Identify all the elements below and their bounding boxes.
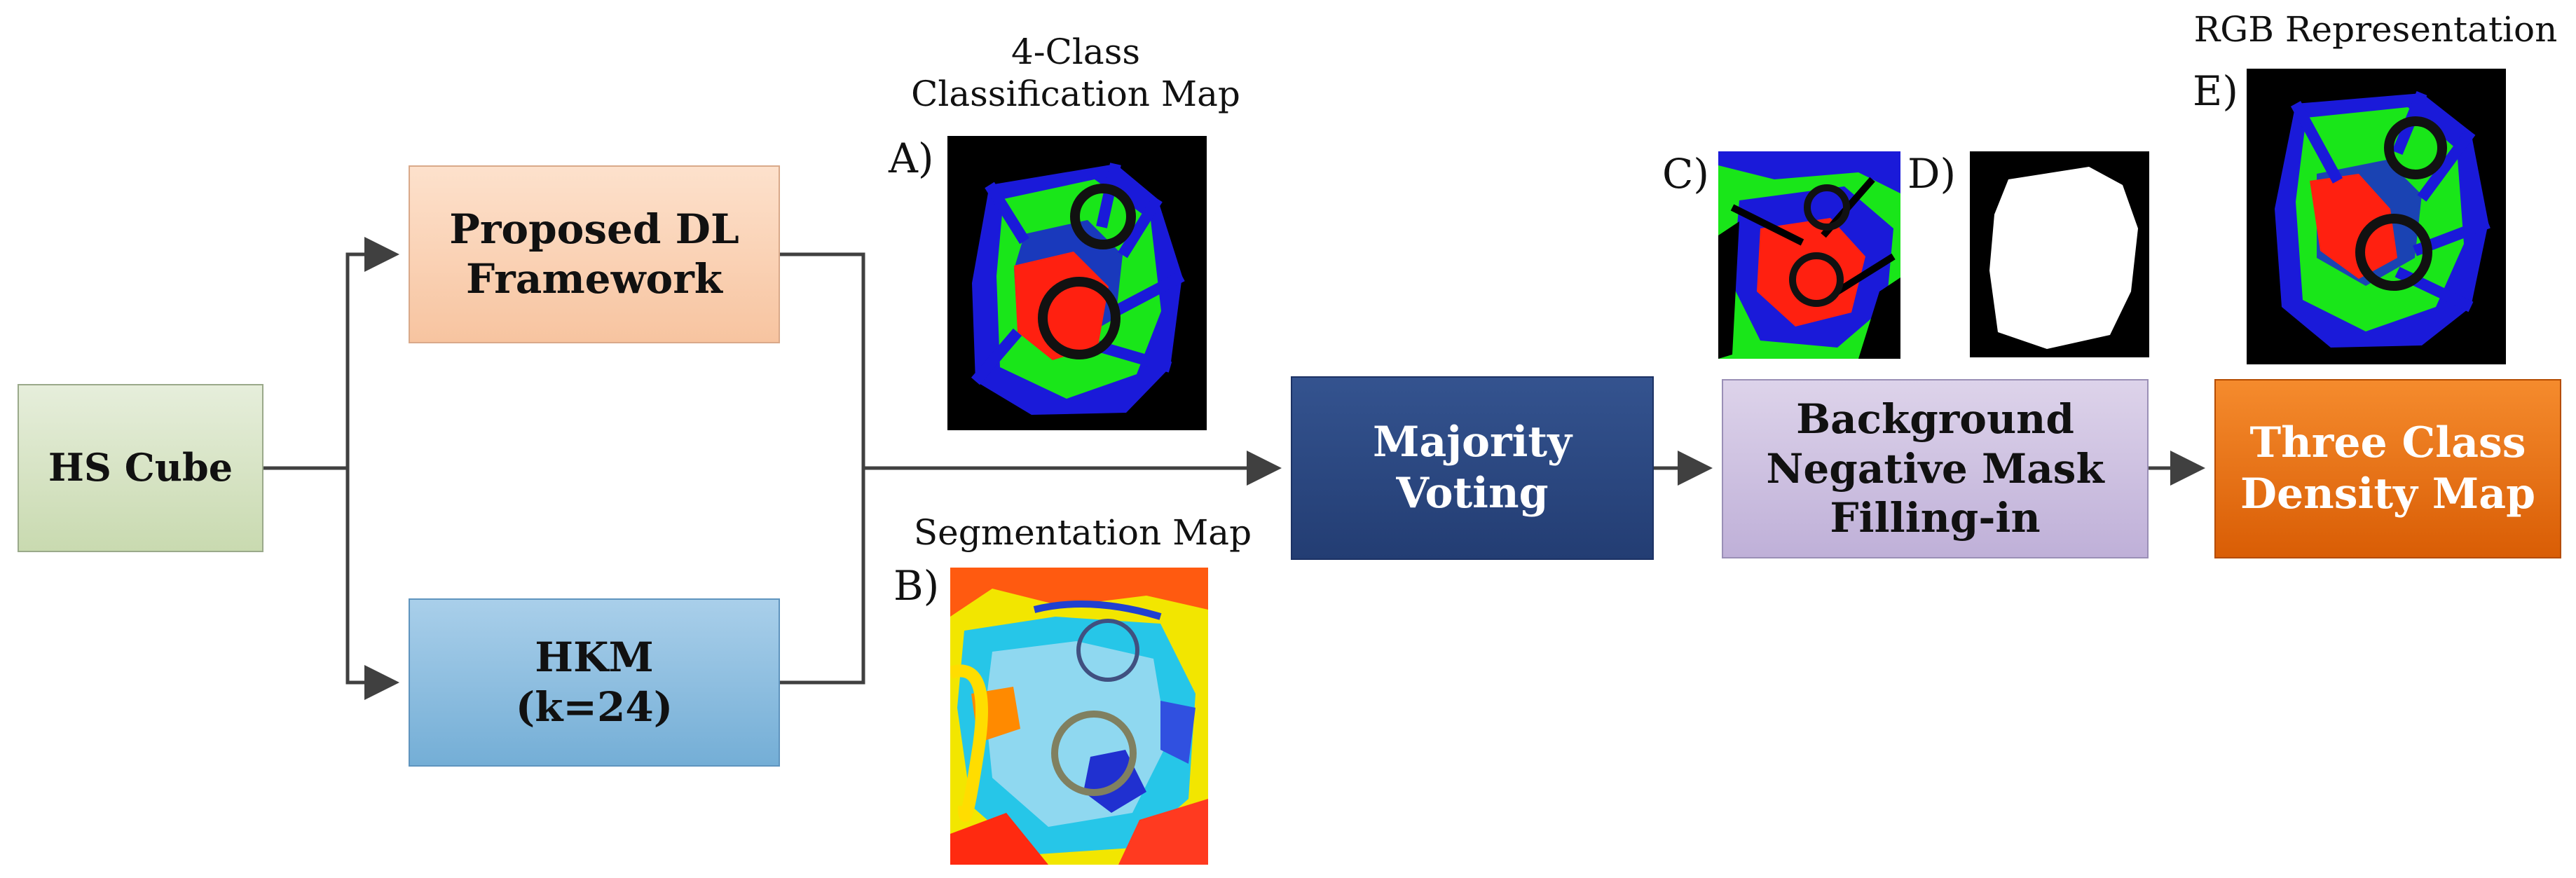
filled-map-image bbox=[1718, 151, 1900, 359]
majority-voting-node: Majority Voting bbox=[1291, 376, 1654, 560]
arrow-to-hkm bbox=[345, 468, 399, 700]
rgb-representation-image bbox=[2247, 69, 2506, 364]
majority-voting-label-line1: Majority bbox=[1372, 417, 1572, 467]
background-mask-label-line1: Background bbox=[1796, 395, 2074, 443]
classification-map-image bbox=[947, 136, 1207, 430]
figure-a-letter: A) bbox=[889, 135, 934, 182]
figure-a-caption: 4-Class Classification Map bbox=[904, 31, 1247, 115]
figure-c-letter: C) bbox=[1662, 150, 1710, 198]
dl-framework-label-line1: Proposed DL bbox=[449, 205, 739, 254]
density-map-label-line2: Density Map bbox=[2240, 469, 2536, 519]
figure-a-caption-line2: Classification Map bbox=[911, 74, 1240, 114]
figure-e-caption: RGB Representation bbox=[2179, 8, 2572, 50]
dl-framework-node: Proposed DL Framework bbox=[409, 165, 780, 343]
background-mask-label-line3: Filling-in bbox=[1830, 494, 2041, 542]
dl-framework-label-line2: Framework bbox=[466, 255, 722, 303]
majority-voting-label-line2: Voting bbox=[1396, 469, 1549, 518]
figure-a-caption-line1: 4-Class bbox=[1010, 32, 1141, 72]
line-hkm-out bbox=[780, 468, 865, 685]
figure-b-letter: B) bbox=[893, 562, 940, 610]
figure-e-caption-line1: RGB Representation bbox=[2193, 9, 2558, 50]
arrow-to-dl bbox=[345, 237, 399, 468]
segmentation-map-image bbox=[950, 568, 1208, 865]
line-dl-out bbox=[780, 252, 865, 468]
figure-d-letter: D) bbox=[1907, 150, 1957, 198]
negative-mask-image bbox=[1970, 151, 2149, 357]
hs-cube-node: HS Cube bbox=[18, 384, 263, 552]
background-mask-node: Background Negative Mask Filling-in bbox=[1722, 379, 2149, 558]
figure-b-caption-line1: Segmentation Map bbox=[913, 512, 1252, 553]
density-map-node: Three Class Density Map bbox=[2214, 379, 2561, 558]
hs-cube-label: HS Cube bbox=[48, 445, 233, 491]
background-mask-label-line2: Negative Mask bbox=[1766, 444, 2104, 493]
density-map-label-line1: Three Class bbox=[2249, 418, 2526, 467]
hkm-label-line1: HKM bbox=[535, 633, 654, 682]
figure-e-letter: E) bbox=[2193, 67, 2238, 115]
figure-b-caption: Segmentation Map bbox=[907, 512, 1258, 554]
hkm-label-line2: (k=24) bbox=[515, 683, 673, 731]
hkm-node: HKM (k=24) bbox=[409, 598, 780, 767]
